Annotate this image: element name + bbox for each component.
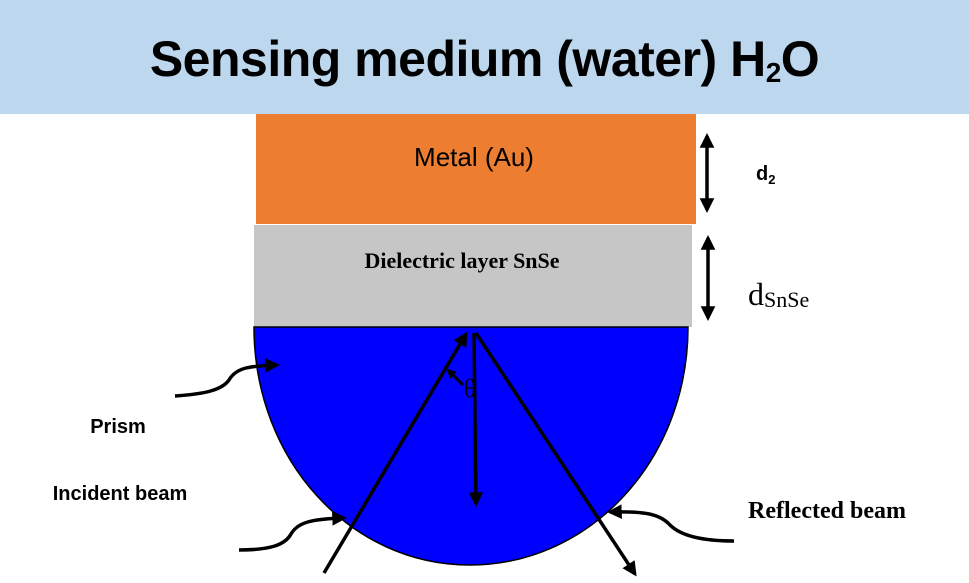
dielectric-layer-label: Dielectric layer SnSe: [364, 248, 559, 273]
title-suffix: O: [780, 31, 820, 87]
incident-beam: [322, 331, 468, 574]
title-prefix: Sensing medium (water) H: [149, 31, 766, 87]
sensing-medium-band: [0, 0, 969, 114]
metal-layer: [256, 114, 696, 224]
incident-callout-arrow: [238, 511, 347, 552]
title-subscript: 2: [765, 57, 782, 88]
reflected-callout-label: Reflected beam: [748, 498, 906, 524]
d2-subscript: 2: [768, 172, 775, 187]
angle-indicator-arrow: [446, 368, 465, 387]
prism: [253, 326, 689, 566]
prism-callout-label: Prism: [90, 416, 146, 438]
reflected-callout-arrow: [607, 504, 735, 543]
reflected-beam: [474, 332, 637, 577]
dielectric-thickness-label: dSnSe: [748, 276, 809, 312]
prism-callout-arrow: [174, 358, 280, 398]
dsnse-subscript: SnSe: [764, 287, 809, 312]
metal-layer-label: Metal (Au): [414, 142, 534, 172]
metal-thickness-label: d2: [756, 163, 775, 187]
d2-base: d: [756, 163, 768, 185]
normal-line: [468, 332, 484, 507]
angle-theta-label: θ: [464, 374, 476, 403]
dsnse-base: d: [748, 276, 764, 312]
dielectric-layer: [254, 225, 692, 327]
diagram-title: Sensing medium (water) H2O: [0, 30, 969, 89]
incident-callout-label: Incident beam: [53, 483, 187, 505]
